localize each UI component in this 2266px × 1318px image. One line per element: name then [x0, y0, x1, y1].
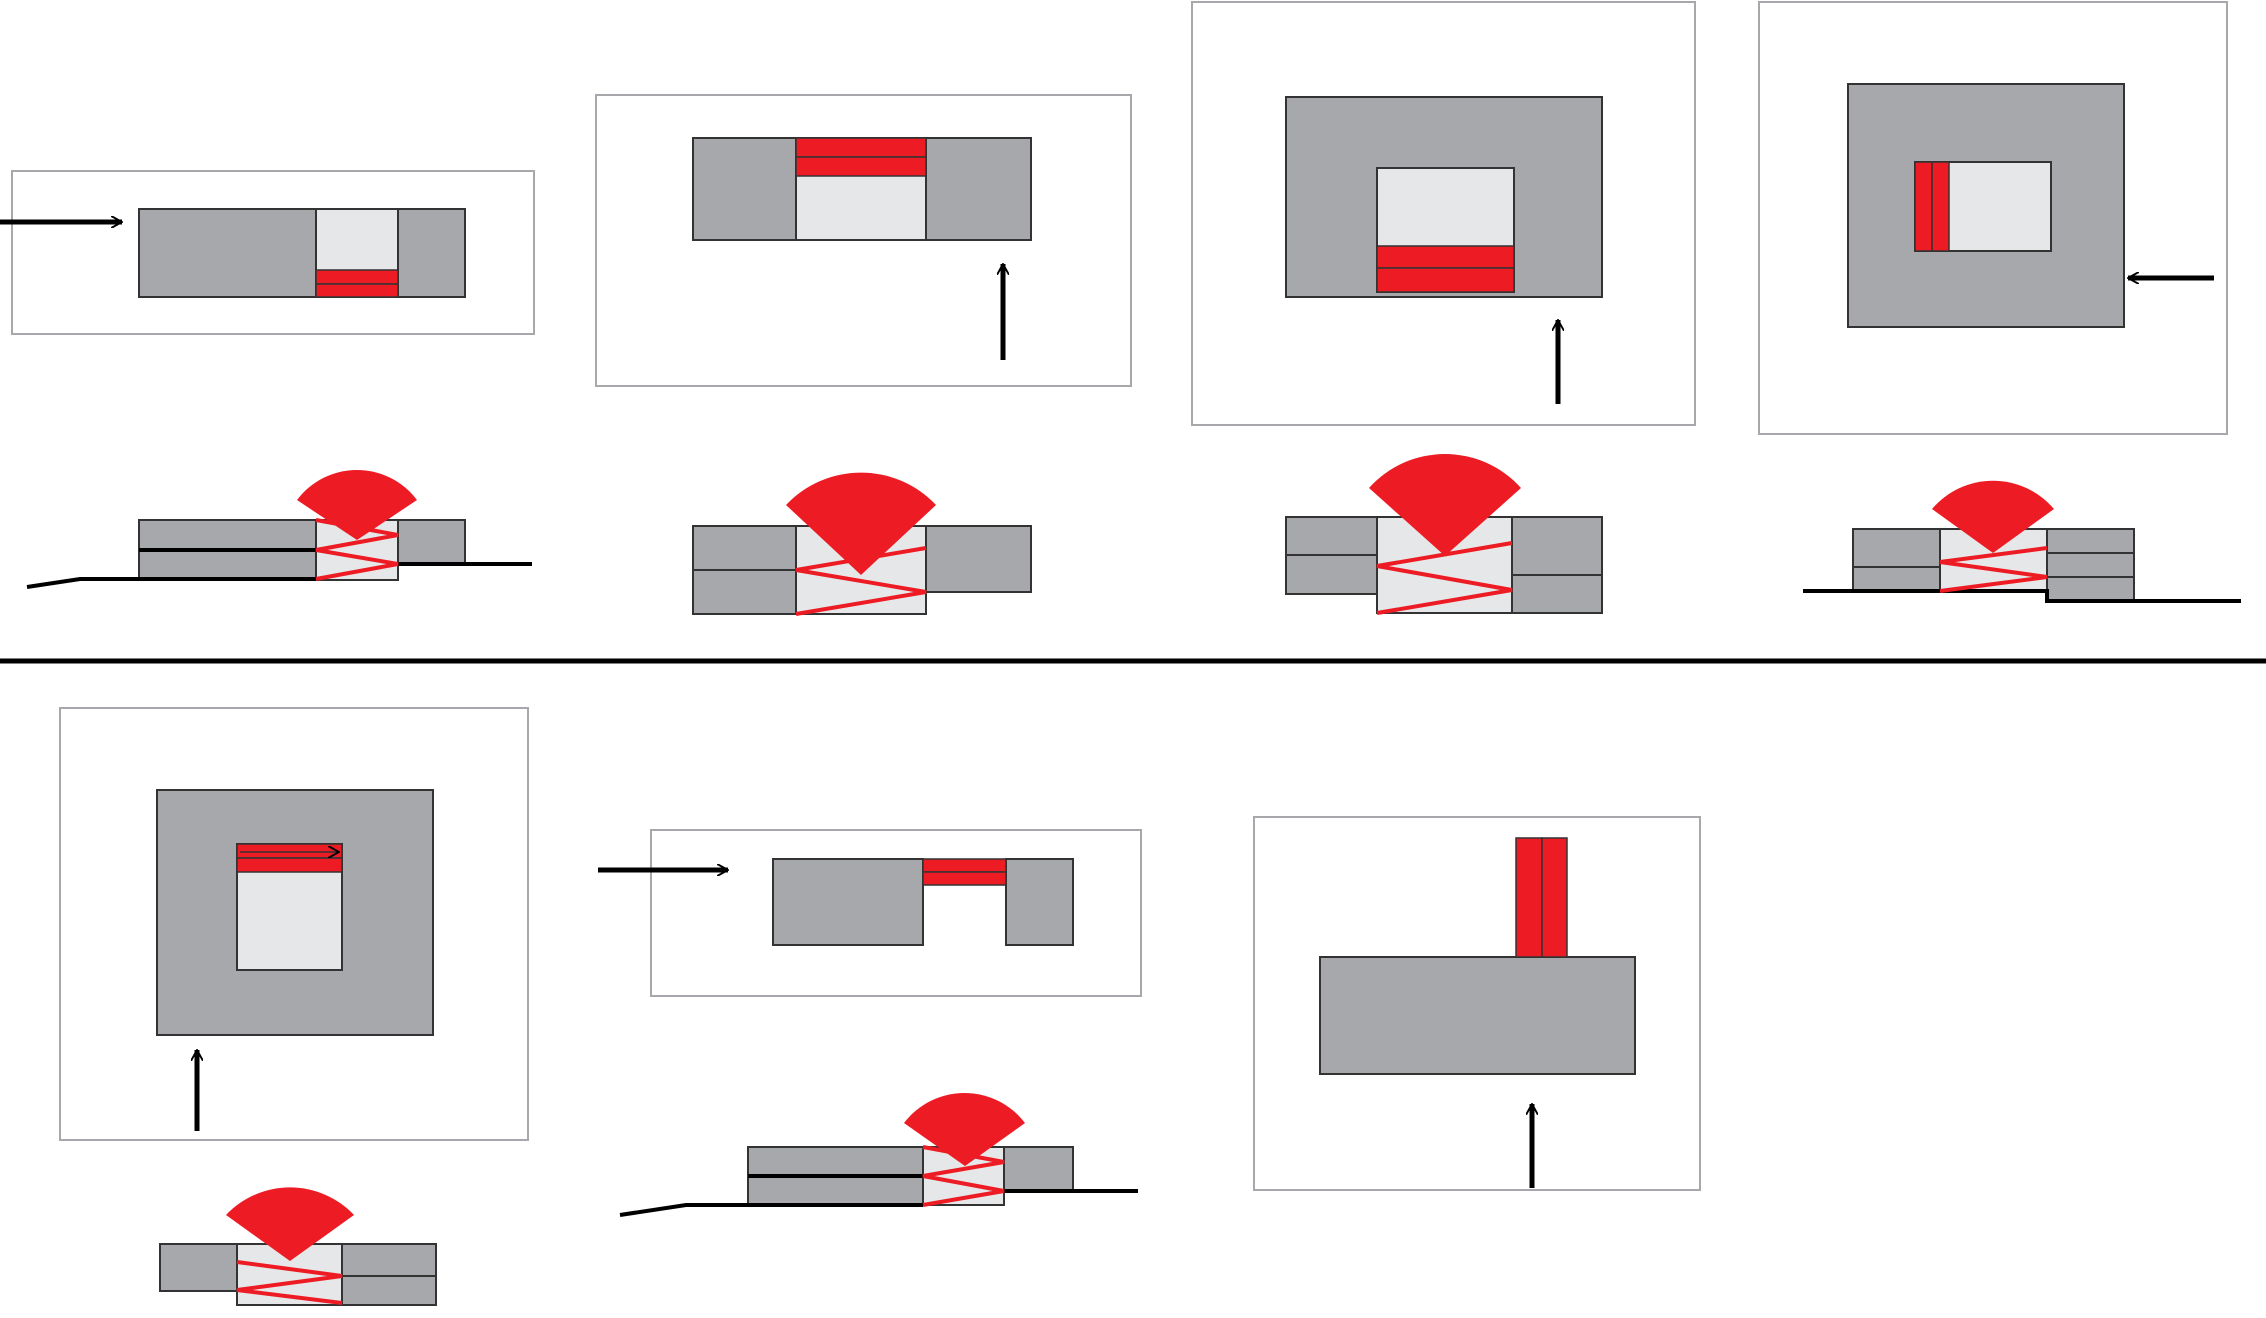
mass-block: [925, 525, 1032, 593]
mass-block: [692, 569, 797, 615]
section-6: [619, 1092, 1138, 1217]
mass-block: [1285, 554, 1378, 595]
plan-7: [1253, 816, 1701, 1191]
stair: [1914, 161, 1933, 252]
section-3: [1285, 454, 1603, 615]
mass-block: [747, 1146, 924, 1177]
ground-line: [1803, 589, 2241, 603]
stair: [236, 857, 343, 873]
stair: [795, 137, 927, 158]
mass-block: [1003, 1146, 1074, 1192]
ground-line: [619, 1189, 1138, 1217]
view-cone: [904, 1092, 1025, 1166]
stair: [1931, 161, 1950, 252]
mass-block: [159, 1243, 238, 1292]
mass-block: [397, 519, 466, 565]
view-cone: [226, 1187, 354, 1261]
stair: [1541, 837, 1568, 958]
mass-block: [692, 525, 797, 571]
mass-block: [341, 1275, 437, 1306]
site-frame: [1253, 816, 1701, 1191]
view-cone: [786, 472, 936, 575]
section-5: [159, 1187, 437, 1306]
zigzag-stair: [236, 1260, 343, 1305]
stair: [315, 269, 399, 285]
mass-block: [2046, 576, 2135, 602]
building-mass: [1319, 956, 1636, 1075]
site-frame: [650, 829, 1142, 997]
site-frame: [1191, 1, 1696, 426]
building-mass: [138, 208, 466, 298]
plan-3: [1191, 1, 1696, 426]
mass-block: [1852, 528, 1941, 568]
stair: [315, 283, 399, 298]
mass-block: [1285, 516, 1378, 556]
building-mass: [1005, 858, 1074, 946]
ground-line: [26, 562, 532, 589]
site-frame: [11, 170, 535, 335]
mass-block: [2046, 528, 2135, 554]
stair: [1376, 245, 1515, 269]
view-cone: [1932, 480, 2054, 553]
mass-block: [138, 519, 317, 551]
mass-block: [747, 1175, 924, 1206]
plan-4: [1758, 1, 2228, 435]
plan-1: [0, 170, 535, 335]
stair: [1515, 837, 1543, 958]
stair: [795, 156, 927, 177]
site-frame: [59, 707, 529, 1141]
section-2: [692, 472, 1032, 616]
plan-5: [59, 707, 529, 1141]
mass-block: [1511, 516, 1603, 576]
view-cone: [1369, 454, 1521, 556]
mass-block: [138, 549, 317, 581]
site-frame: [1758, 1, 2228, 435]
mass-block: [1852, 566, 1941, 592]
bridge: [922, 858, 1007, 873]
stair: [1376, 267, 1515, 293]
section-4: [1803, 480, 2241, 603]
mass-block: [341, 1243, 437, 1277]
zigzag-stair: [1939, 546, 2048, 593]
mass-block: [2046, 552, 2135, 578]
stair: [236, 843, 343, 859]
view-cone: [297, 470, 417, 540]
building-mass: [772, 858, 924, 946]
plan-2: [595, 94, 1132, 387]
plan-6: [598, 829, 1142, 997]
site-frame: [595, 94, 1132, 387]
mass-block: [1511, 574, 1603, 614]
bridge: [922, 871, 1007, 886]
section-1: [26, 470, 532, 589]
